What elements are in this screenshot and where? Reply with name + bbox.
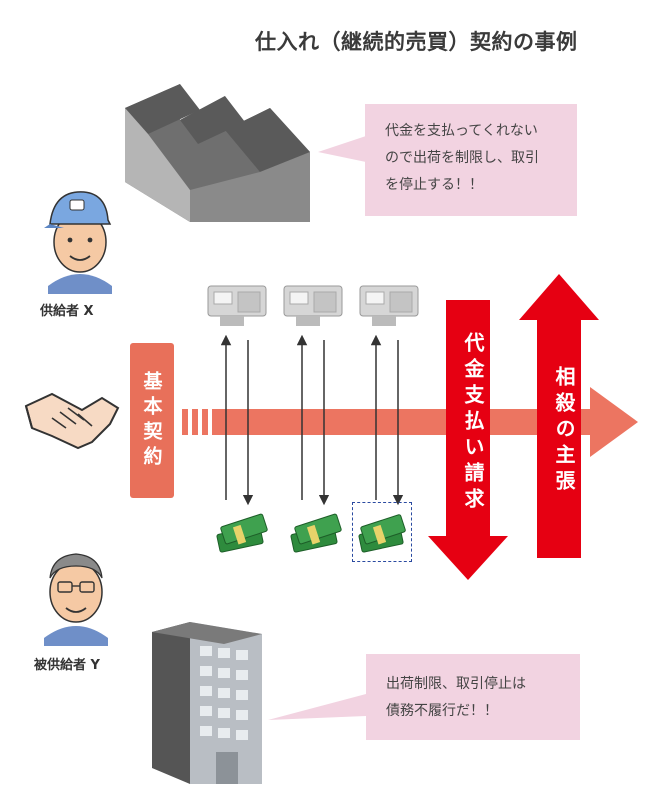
- money-bundle-icon: [216, 513, 268, 553]
- bubble-line: 債務不履行だ！！: [386, 703, 498, 719]
- bubble-line: を停止する！！: [385, 177, 483, 193]
- money-bundle-icon: [290, 513, 342, 553]
- bubble-line: 出荷制限、取引停止は: [386, 676, 526, 692]
- handshake-icon: [24, 392, 120, 450]
- payment-demand-label: 代金支払い請求: [461, 332, 485, 514]
- buyer-label: 被供給者 Y: [34, 658, 100, 673]
- bubble-top-tail: [318, 136, 366, 162]
- exchange-arrows: [220, 334, 404, 506]
- speech-bubble-buyer: 出荷制限、取引停止は 債務不履行だ！！: [366, 654, 580, 740]
- buyer-person-icon: [44, 553, 108, 646]
- setoff-label: 相殺の主張: [552, 366, 576, 496]
- money-bundle-icon: [358, 514, 406, 553]
- page-title: 仕入れ（継続的売買）契約の事例: [255, 30, 578, 54]
- payment-demand-arrow: [428, 300, 508, 580]
- missing-payment-box: [352, 502, 412, 562]
- bubble-bottom-tail: [268, 694, 366, 720]
- supplier-label: 供給者 X: [40, 304, 94, 319]
- cash-register-icon: [207, 285, 267, 326]
- bubble-line: ので出荷を制限し、取引: [385, 150, 539, 166]
- speech-bubble-supplier: 代金を支払ってくれない ので出荷を制限し、取引 を停止する！！: [365, 104, 577, 216]
- office-building-icon: [152, 622, 262, 784]
- contract-arrow: [182, 387, 638, 457]
- supplier-person-icon: [44, 191, 112, 294]
- setoff-arrow: [519, 274, 599, 558]
- bubble-line: 代金を支払ってくれない: [385, 123, 538, 139]
- factory-icon: [125, 84, 310, 222]
- cash-register-icon: [359, 285, 419, 326]
- cash-register-icon: [283, 285, 343, 326]
- basic-contract-label: 基本契約: [130, 343, 174, 498]
